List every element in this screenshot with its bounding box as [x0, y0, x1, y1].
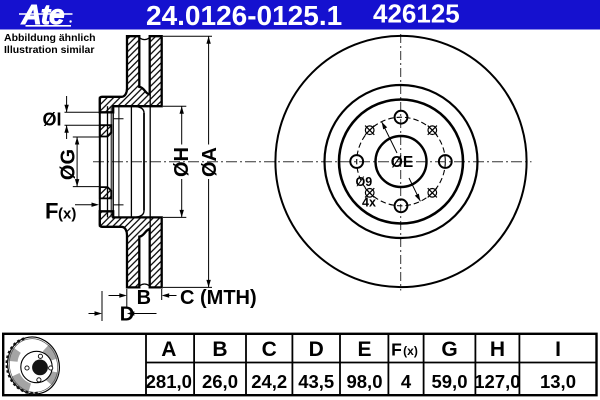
svg-text:Ø9: Ø9	[356, 175, 373, 189]
svg-text:G: G	[441, 338, 457, 361]
svg-text:ØG: ØG	[58, 149, 80, 180]
svg-text:Abbildung ähnlich: Abbildung ähnlich	[4, 32, 96, 44]
svg-text:4: 4	[401, 371, 412, 392]
svg-text:D: D	[120, 304, 134, 326]
svg-text:281,0: 281,0	[146, 371, 192, 392]
svg-text:E: E	[357, 338, 371, 361]
svg-text:426125: 426125	[373, 0, 460, 29]
svg-text:I: I	[555, 338, 561, 361]
svg-text:C: C	[262, 338, 277, 361]
svg-text:26,0: 26,0	[202, 371, 238, 392]
svg-text:24,2: 24,2	[251, 371, 287, 392]
svg-text:ØE: ØE	[391, 154, 413, 171]
svg-text:F: F	[45, 199, 58, 224]
svg-text:D: D	[309, 338, 324, 361]
svg-text:(x): (x)	[58, 206, 76, 223]
svg-text:B: B	[212, 338, 227, 361]
svg-text:ØI: ØI	[43, 109, 62, 129]
svg-text:13,0: 13,0	[540, 371, 576, 392]
svg-text:C (MTH): C (MTH)	[180, 287, 257, 309]
svg-text:F: F	[391, 340, 402, 360]
svg-text:4x: 4x	[362, 195, 376, 209]
svg-text:A: A	[161, 338, 176, 361]
svg-text:98,0: 98,0	[346, 371, 382, 392]
svg-text:43,5: 43,5	[298, 371, 334, 392]
svg-text:H: H	[490, 338, 505, 361]
svg-text:Illustration similar: Illustration similar	[4, 44, 94, 56]
svg-text:ØA: ØA	[199, 147, 221, 177]
svg-text:ØH: ØH	[171, 147, 193, 177]
svg-text:24.0126-0125.1: 24.0126-0125.1	[146, 0, 342, 31]
svg-text:(x): (x)	[403, 344, 418, 358]
svg-text:127,0: 127,0	[474, 371, 520, 392]
svg-text:B: B	[137, 287, 151, 309]
svg-text:59,0: 59,0	[431, 371, 467, 392]
